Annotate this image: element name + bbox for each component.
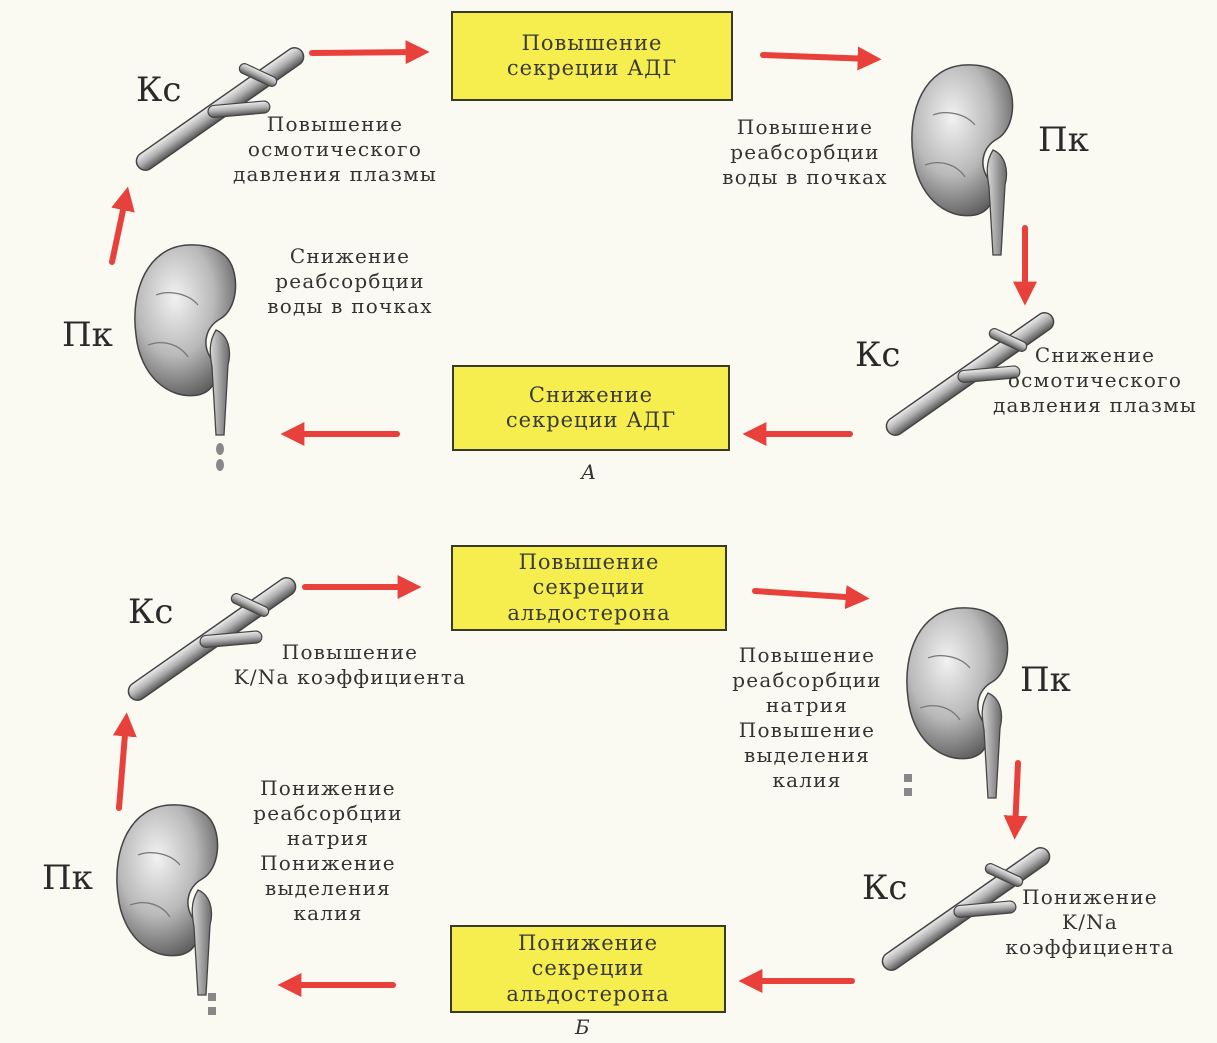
arrow-right-icon <box>755 591 860 598</box>
arrow-right-icon <box>763 55 872 59</box>
arrow-right-icon <box>312 52 420 53</box>
vessel-tag: Кс <box>136 70 181 110</box>
arrow-up-icon <box>119 722 126 808</box>
arrow-down-icon <box>1015 763 1018 830</box>
kidney-tag: Пк <box>42 858 93 898</box>
kna-increase-label: Повышение K/Na коэффициента <box>195 640 505 690</box>
osmotic-decrease-label: Снижение осмотического давления плазмы <box>975 343 1215 418</box>
kidney-icon <box>904 608 1008 798</box>
kidney-icon <box>117 805 218 1015</box>
kidney-icon <box>135 245 236 471</box>
aldosterone-decrease-box: Понижение секреции альдостерона <box>450 925 726 1013</box>
kna-decrease-label: Понижение K/Na коэффициента <box>985 885 1195 960</box>
aldosterone-increase-box: Повышение секреции альдостерона <box>451 545 727 631</box>
arrow-up-icon <box>112 196 126 262</box>
vessel-tag: Кс <box>862 868 907 908</box>
adh-decrease-box: Снижение секреции АДГ <box>452 365 730 451</box>
kidney-tag: Пк <box>62 315 113 355</box>
water-reabsorption-decrease-label: Снижение реабсорбции воды в почках <box>240 244 460 319</box>
kidney-icon <box>912 65 1013 255</box>
kidney-tag: Пк <box>1020 660 1071 700</box>
water-reabsorption-increase-label: Повышение реабсорбции воды в почках <box>705 115 905 190</box>
sodium-reabsorption-decrease-label: Понижение реабсорбции натрия Понижение в… <box>228 776 428 926</box>
kidney-tag: Пк <box>1038 120 1089 160</box>
osmotic-increase-label: Повышение осмотического давления плазмы <box>200 112 470 187</box>
sodium-reabsorption-increase-label: Повышение реабсорбции натрия Повышение в… <box>712 643 902 793</box>
diagram-a-caption: А <box>581 460 596 484</box>
vessel-tag: Кс <box>128 592 173 632</box>
vessel-tag: Кс <box>855 335 900 375</box>
diagram-b-caption: Б <box>575 1015 590 1039</box>
adh-increase-box: Повышение секреции АДГ <box>451 11 733 101</box>
